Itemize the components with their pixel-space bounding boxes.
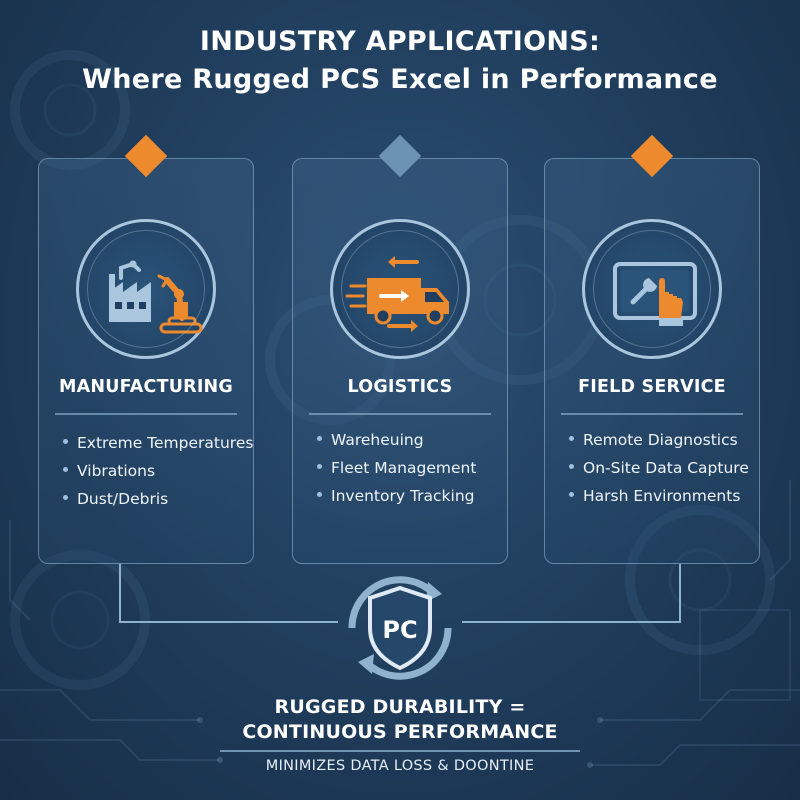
- card-manufacturing: MANUFACTURING Extreme Temperatures Vibra…: [38, 134, 254, 564]
- list-item: Inventory Tracking: [317, 482, 476, 510]
- page-title-line1: INDUSTRY APPLICATIONS:: [199, 26, 601, 57]
- bullet-dot-icon: [63, 467, 68, 472]
- bullet-dot-icon: [569, 436, 574, 441]
- list-item: On-Site Data Capture: [569, 454, 749, 482]
- card-field-service: FIELD SERVICE Remote Diagnostics On-Site…: [544, 134, 760, 564]
- bullet-dot-icon: [63, 495, 68, 500]
- bullet-dot-icon: [317, 436, 322, 441]
- list-item: Dust/Debris: [63, 485, 253, 513]
- bullet-list: Remote Diagnostics On-Site Data Capture …: [569, 426, 749, 510]
- list-item: Remote Diagnostics: [569, 426, 749, 454]
- factory-robot-arm-icon: [109, 260, 203, 334]
- card-logistics: LOGISTICS Wareheuing Fleet Management In…: [292, 134, 508, 564]
- page-title-line2: Where Rugged PCS Excel in Performance: [82, 64, 718, 95]
- list-item: Wareheuing: [317, 426, 476, 454]
- list-item: Harsh Environments: [569, 482, 749, 510]
- footer-headline-line2: CONTINUOUS PERFORMANCE: [242, 721, 558, 743]
- shield-badge: PC: [330, 558, 470, 698]
- card-heading: FIELD SERVICE: [578, 377, 726, 397]
- footer-divider: [220, 750, 580, 752]
- shield-pc-icon: PC: [348, 576, 452, 680]
- bullet-dot-icon: [317, 492, 322, 497]
- list-item: Extreme Temperatures: [63, 429, 253, 457]
- delivery-truck-icon: [345, 256, 449, 332]
- shield-label: PC: [382, 616, 417, 644]
- list-item: Vibrations: [63, 457, 253, 485]
- divider: [309, 413, 491, 415]
- bullet-dot-icon: [63, 439, 68, 444]
- bullet-dot-icon: [569, 464, 574, 469]
- icon-circle: [330, 219, 470, 359]
- divider: [561, 413, 743, 415]
- icon-circle: [582, 219, 722, 359]
- bullet-dot-icon: [569, 492, 574, 497]
- bullet-list: Wareheuing Fleet Management Inventory Tr…: [317, 426, 476, 510]
- card-heading: MANUFACTURING: [59, 377, 233, 397]
- footer-headline-line1: RUGGED DURABILITY =: [274, 696, 526, 718]
- touchscreen-wrench-icon: [613, 262, 697, 326]
- divider: [55, 413, 237, 415]
- list-item: Fleet Management: [317, 454, 476, 482]
- icon-circle: [76, 219, 216, 359]
- card-heading: LOGISTICS: [347, 377, 453, 397]
- bullet-dot-icon: [317, 464, 322, 469]
- footer-subtitle: MINIMIZES DATA LOSS & DOONTINE: [265, 758, 535, 774]
- bullet-list: Extreme Temperatures Vibrations Dust/Deb…: [63, 429, 253, 513]
